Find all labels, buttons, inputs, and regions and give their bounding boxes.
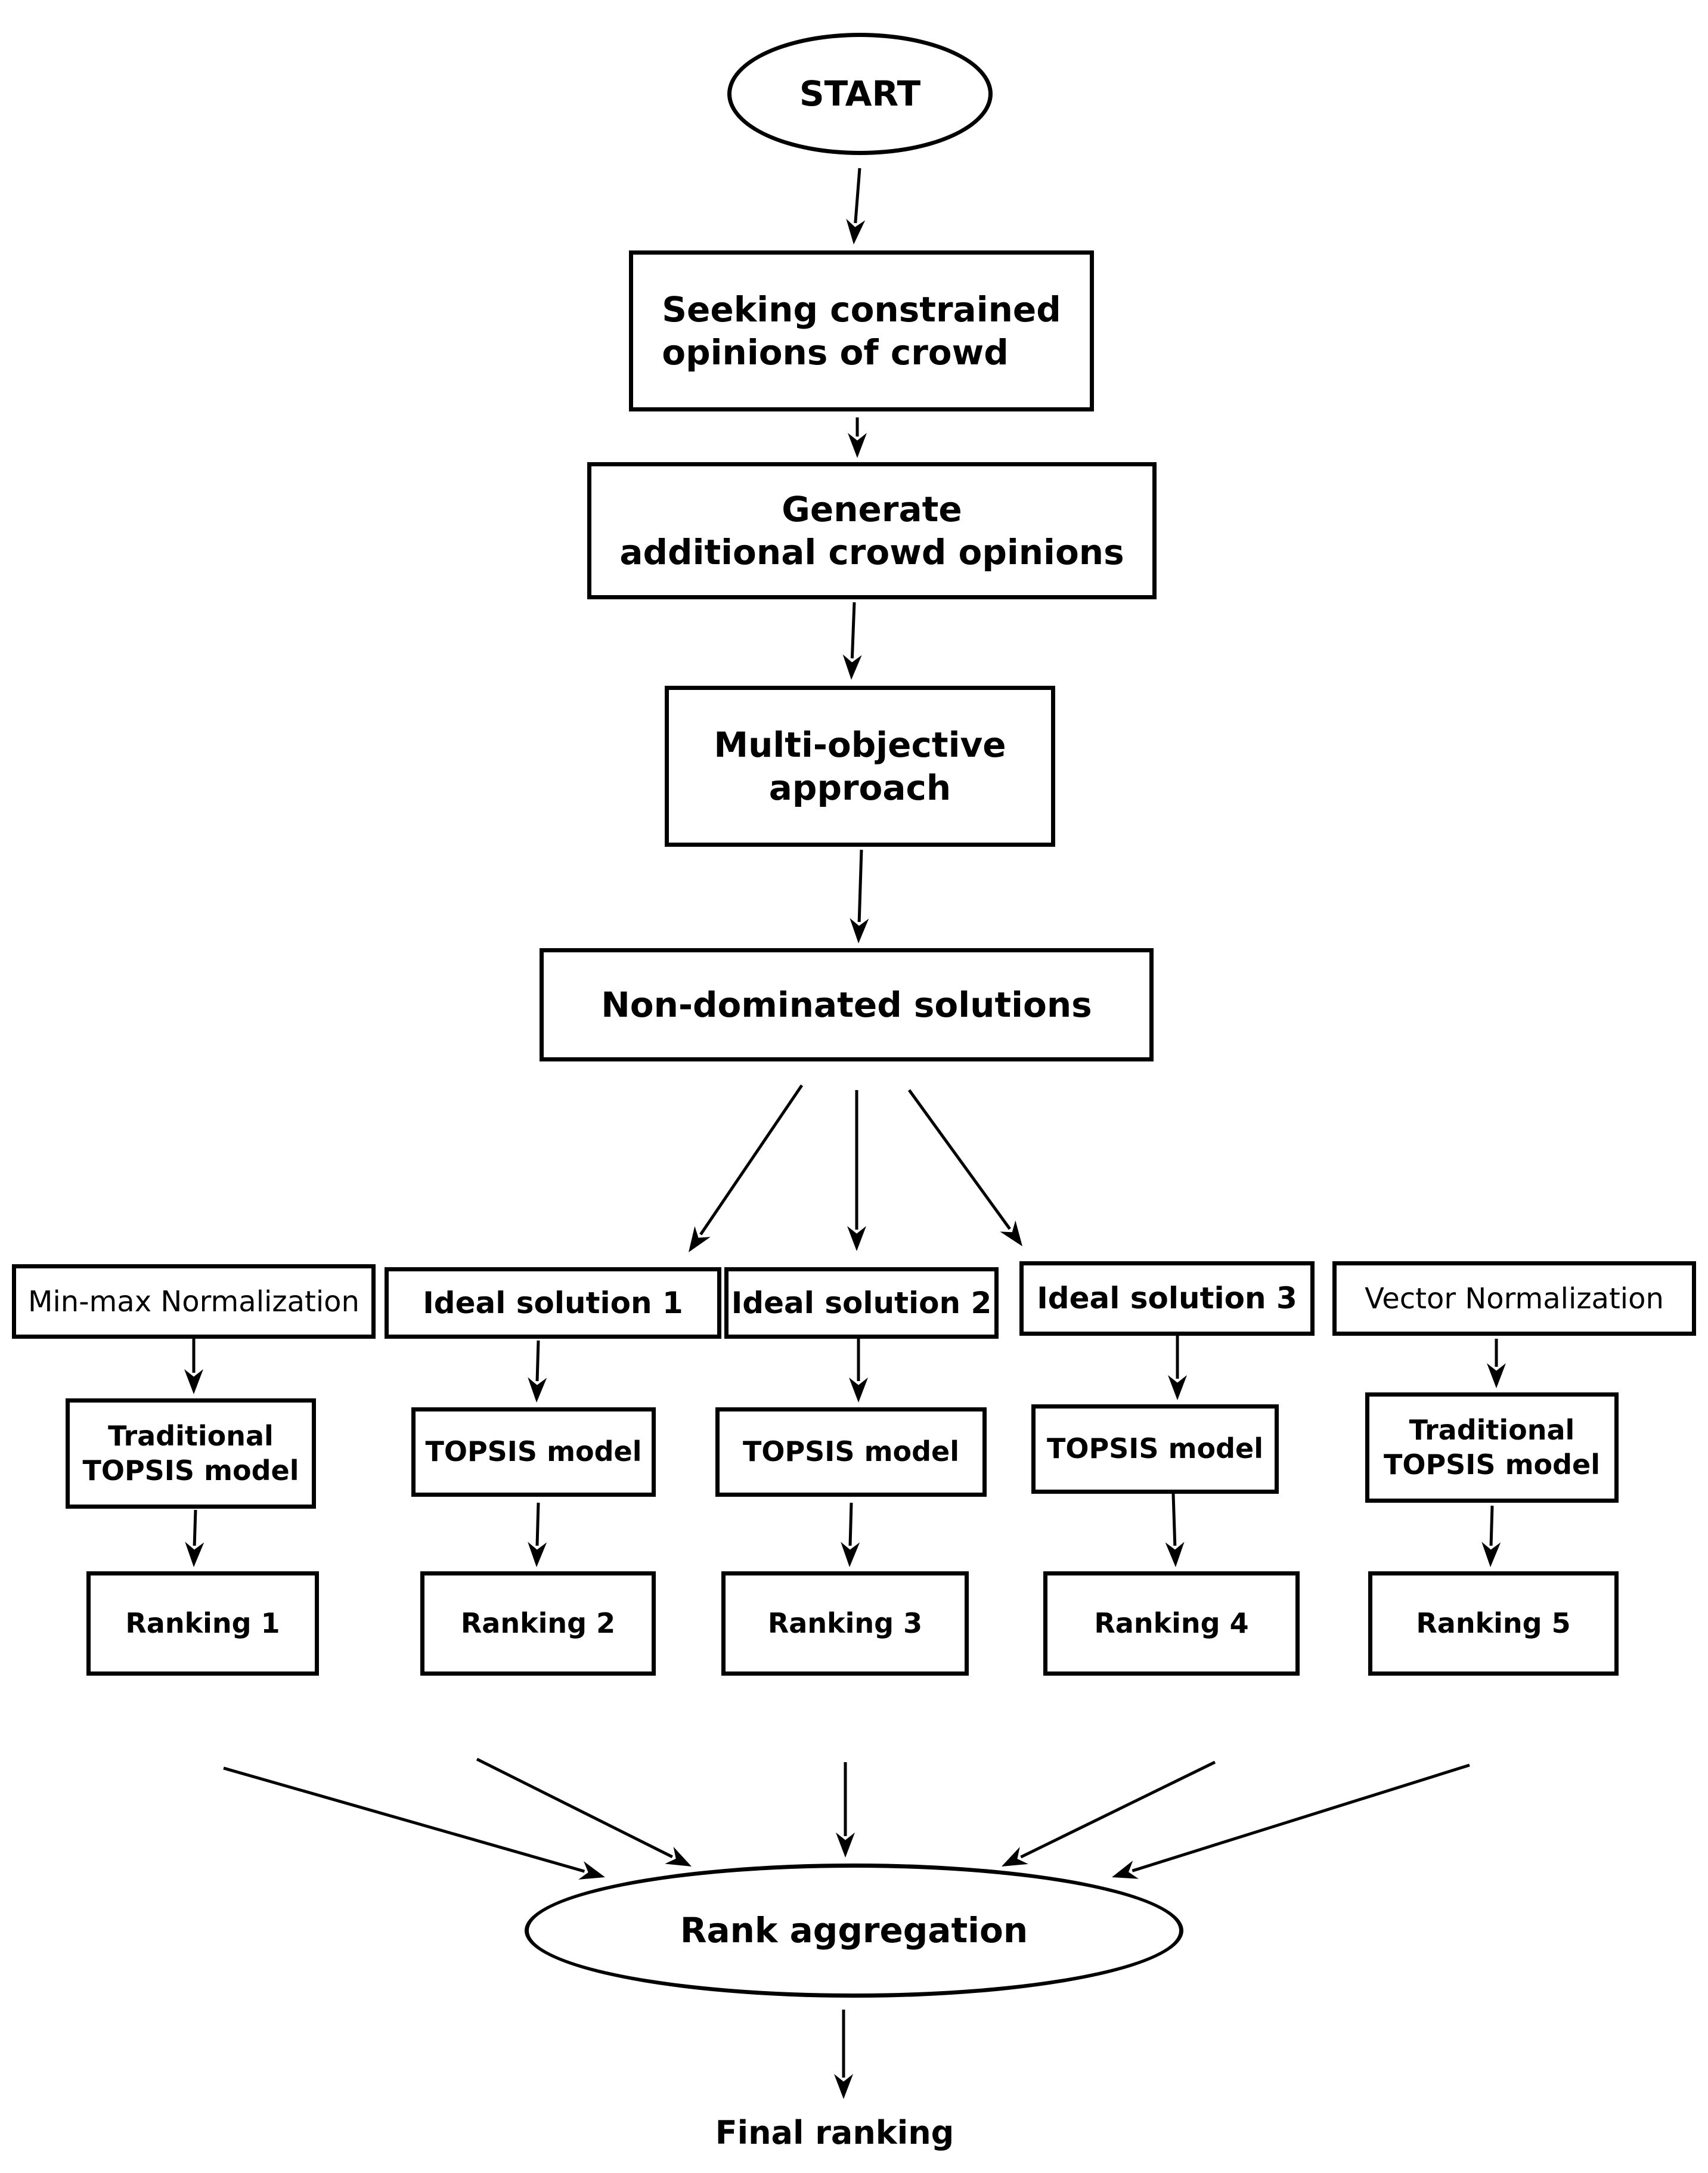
- ranking-5-box: Ranking 5: [1368, 1571, 1619, 1676]
- arrow-to-aggregation-2-head: [665, 1846, 692, 1866]
- rank-aggregation-node: Rank aggregation: [525, 1864, 1183, 1998]
- traditional-topsis-1-box: Traditional TOPSIS model: [66, 1398, 316, 1509]
- traditional-topsis-2-box: Traditional TOPSIS model: [1365, 1392, 1619, 1503]
- arrow-aggregation-to-final-head: [834, 2074, 853, 2099]
- ranking-5-label: Ranking 5: [1416, 1606, 1571, 1639]
- arrow-topsis3-to-rank4: [1171, 1493, 1177, 1546]
- arrow-to-aggregation-4-head: [1002, 1847, 1028, 1866]
- arrow-trad2-to-rank5-head: [1481, 1541, 1501, 1567]
- ranking-2-label: Ranking 2: [460, 1606, 616, 1639]
- ranking-1-box: Ranking 1: [86, 1571, 319, 1676]
- ideal-solution-3-box: Ideal solution 3: [1019, 1261, 1315, 1336]
- arrow-topsis1-to-rank2: [535, 1502, 540, 1546]
- arrow-topsis2-to-rank3: [848, 1502, 853, 1546]
- ranking-1-label: Ranking 1: [125, 1606, 280, 1639]
- ideal-3-label: Ideal solution 3: [1037, 1281, 1297, 1316]
- ranking-3-box: Ranking 3: [721, 1571, 969, 1676]
- min-max-normalization-box: Min-max Normalization: [12, 1264, 376, 1339]
- arrow-nondominated-to-ideal3-head: [1000, 1220, 1022, 1246]
- topsis-model-2-box: TOPSIS model: [715, 1407, 987, 1497]
- seeking-opinions-box: Seeking constrained opinions of crowd: [629, 250, 1094, 411]
- start-node: START: [727, 33, 993, 155]
- ranking-4-box: Ranking 4: [1043, 1571, 1300, 1676]
- start-label: START: [799, 73, 921, 114]
- trad1-line2: TOPSIS model: [82, 1454, 299, 1487]
- arrow-trad2-to-rank5: [1489, 1505, 1494, 1546]
- arrow-multi-to-nondominated-head: [850, 918, 869, 943]
- arrow-nondominated-to-ideal1: [699, 1084, 804, 1236]
- arrow-to-aggregation-5-head: [1112, 1861, 1139, 1879]
- arrow-minmax-to-trad1-head: [184, 1369, 203, 1394]
- trad2-line1: Traditional: [1409, 1414, 1575, 1446]
- generate-opinions-box: Generate additional crowd opinions: [587, 462, 1157, 599]
- non-dominated-box: Non-dominated solutions: [540, 948, 1154, 1061]
- arrow-nondominated-to-ideal2-head: [847, 1226, 866, 1251]
- topsis1-label: TOPSIS model: [425, 1435, 642, 1468]
- ideal-1-label: Ideal solution 1: [423, 1285, 683, 1320]
- arrow-trad1-to-rank1-head: [185, 1541, 204, 1567]
- trad2-line2: TOPSIS model: [1383, 1448, 1600, 1481]
- arrow-seeking-to-generate-head: [848, 433, 867, 458]
- vector-label: Vector Normalization: [1365, 1281, 1664, 1315]
- ideal-2-label: Ideal solution 2: [731, 1285, 992, 1320]
- arrow-topsis3-to-rank4-head: [1165, 1541, 1185, 1567]
- topsis-model-3-box: TOPSIS model: [1031, 1404, 1279, 1494]
- generate-line2: additional crowd opinions: [619, 532, 1124, 572]
- multi-line2: approach: [768, 767, 951, 808]
- arrow-to-aggregation-2: [476, 1757, 673, 1859]
- arrow-nondominated-to-ideal1-head: [689, 1226, 711, 1252]
- non-dominated-label: Non-dominated solutions: [601, 984, 1092, 1025]
- arrow-start-to-seeking: [854, 168, 861, 224]
- topsis3-label: TOPSIS model: [1046, 1432, 1263, 1465]
- arrow-topsis1-to-rank2-head: [528, 1541, 547, 1567]
- final-ranking-label: Final ranking: [715, 2114, 954, 2152]
- seeking-line2: opinions of crowd: [662, 332, 1009, 373]
- topsis2-label: TOPSIS model: [742, 1435, 959, 1468]
- multi-objective-box: Multi-objective approach: [665, 686, 1055, 847]
- arrow-generate-to-multi: [850, 602, 856, 659]
- arrow-ideal2-to-topsis2-head: [849, 1378, 868, 1403]
- arrow-to-aggregation-1: [223, 1766, 585, 1873]
- topsis-model-1-box: TOPSIS model: [411, 1407, 656, 1497]
- seeking-line1: Seeking constrained: [662, 289, 1061, 330]
- arrow-nondominated-to-ideal3: [907, 1089, 1011, 1230]
- arrow-vector-to-trad2-head: [1487, 1363, 1506, 1388]
- arrow-trad1-to-rank1: [193, 1509, 197, 1546]
- multi-line1: Multi-objective: [714, 724, 1006, 765]
- min-max-label: Min-max Normalization: [28, 1284, 359, 1318]
- arrow-ideal1-to-topsis1-head: [528, 1377, 547, 1403]
- arrow-to-aggregation-5: [1132, 1763, 1470, 1872]
- arrow-to-aggregation-4: [1020, 1760, 1216, 1859]
- arrow-to-aggregation-1-head: [578, 1861, 605, 1880]
- ideal-solution-1-box: Ideal solution 1: [385, 1267, 721, 1339]
- generate-line1: Generate: [782, 488, 962, 530]
- ranking-4-label: Ranking 4: [1094, 1606, 1249, 1639]
- arrow-topsis2-to-rank3-head: [841, 1541, 860, 1567]
- arrow-ideal3-to-topsis3-head: [1168, 1375, 1187, 1400]
- trad1-line1: Traditional: [108, 1420, 274, 1452]
- arrow-multi-to-nondominated: [857, 849, 863, 923]
- ideal-solution-2-box: Ideal solution 2: [724, 1267, 999, 1339]
- ranking-3-label: Ranking 3: [767, 1606, 923, 1639]
- vector-normalization-box: Vector Normalization: [1332, 1261, 1696, 1336]
- arrow-ideal1-to-topsis1: [535, 1340, 540, 1382]
- rank-aggregation-label: Rank aggregation: [680, 1910, 1028, 1951]
- arrow-generate-to-multi-head: [842, 654, 862, 680]
- arrow-to-aggregation-3-head: [836, 1832, 855, 1858]
- arrow-start-to-seeking-head: [846, 218, 866, 244]
- ranking-2-box: Ranking 2: [420, 1571, 656, 1676]
